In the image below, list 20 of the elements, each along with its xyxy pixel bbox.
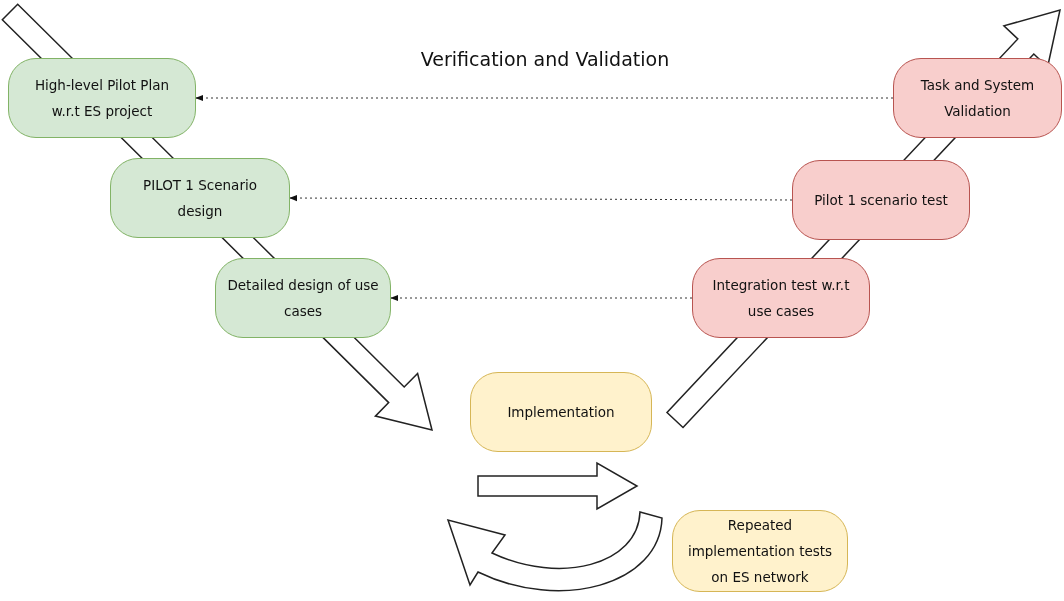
box-text: Task and System Validation [919, 76, 1036, 121]
process-box [215, 258, 391, 338]
arrow [390, 294, 693, 302]
arrow [289, 194, 793, 202]
process-box [110, 158, 290, 238]
box-text: Repeated implementation tests on ES network [686, 516, 834, 587]
process-box [792, 160, 970, 240]
process-box [692, 258, 870, 338]
arrow [195, 94, 894, 102]
process-box [672, 510, 848, 592]
process-box [893, 58, 1062, 138]
box-text: Integration test w.r.t use cases [711, 276, 851, 321]
process-box [8, 58, 196, 138]
box-text: Detailed design of use cases [226, 276, 380, 321]
box-text: High-level Pilot Plan w.r.t ES project [33, 76, 171, 121]
box-text: Implementation [507, 403, 615, 422]
process-box [470, 372, 652, 452]
box-text: Pilot 1 scenario test [814, 191, 948, 210]
box-text: PILOT 1 Scenario design [142, 176, 258, 221]
diagram-title: Verification and Validation [419, 48, 671, 70]
